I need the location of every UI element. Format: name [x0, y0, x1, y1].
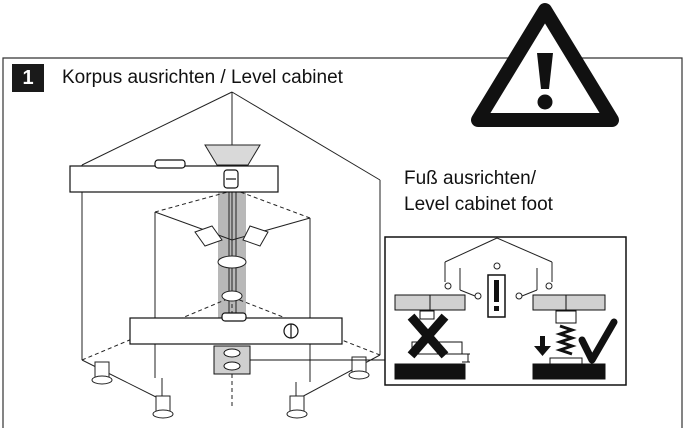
- cross-mark-icon: [407, 313, 449, 359]
- wrong-example: [394, 294, 470, 380]
- foot-detail-marker: [213, 345, 385, 375]
- step-frame: [2, 57, 683, 428]
- spirit-level-lower: [129, 312, 343, 345]
- callout-title-line-1: Fuß ausrichten/: [404, 168, 536, 189]
- step-number-badge: 1: [12, 64, 44, 92]
- correct-example: [532, 294, 606, 380]
- callout-title: Fuß ausrichten/ Level cabinet foot: [404, 166, 553, 218]
- spirit-level-upper: [69, 159, 279, 193]
- step-title: Korpus ausrichten / Level cabinet: [62, 67, 343, 88]
- corner-cabinet: [81, 91, 381, 419]
- callout-mini-cabinet: [444, 237, 553, 300]
- down-arrow-icon: [534, 336, 551, 356]
- exclamation-icon: [487, 274, 506, 318]
- callout-title-line-2: Level cabinet foot: [404, 194, 553, 215]
- warning-triangle-icon: [471, 3, 619, 127]
- check-mark-icon: [578, 318, 618, 364]
